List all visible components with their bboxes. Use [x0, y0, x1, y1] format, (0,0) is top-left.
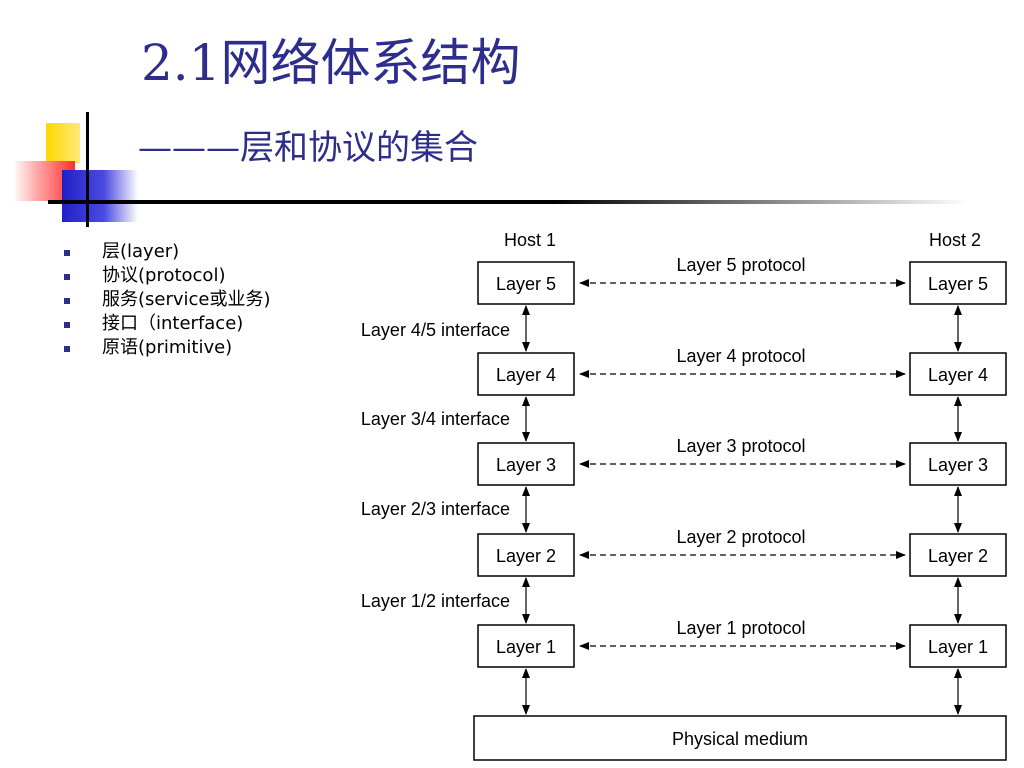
- bullet-text: 层(layer): [102, 241, 180, 262]
- layer4-protocol-label: Layer 4 protocol: [676, 346, 805, 366]
- decor-yellow-square: [46, 123, 80, 163]
- physical-medium-label: Physical medium: [672, 729, 808, 749]
- bullet-list: 层(layer) 协议(protocol) 服务(service或业务) 接口（…: [64, 240, 271, 360]
- bullet-item: 原语(primitive): [64, 336, 271, 360]
- host2-layer5-label: Layer 5: [928, 274, 988, 294]
- interface45-label: Layer 4/5 interface: [361, 320, 510, 340]
- host1-layer1-box: [477, 624, 575, 668]
- host2-layer3-label: Layer 3: [928, 455, 988, 475]
- bullet-square-icon: [64, 250, 70, 256]
- host2-layer1-label: Layer 1: [928, 637, 988, 657]
- interface23-label: Layer 2/3 interface: [361, 499, 510, 519]
- decor-blue-square: [62, 170, 138, 222]
- slide-title: 2.1网络体系结构: [141, 34, 521, 92]
- bullet-square-icon: [64, 274, 70, 280]
- host1-layer2-box: [477, 533, 575, 577]
- layer5-protocol-label: Layer 5 protocol: [676, 255, 805, 275]
- host1-layer2-label: Layer 2: [496, 546, 556, 566]
- slide-subtitle: ———层和协议的集合: [138, 128, 478, 168]
- bullet-text: 服务(service或业务): [102, 289, 271, 310]
- host2-layer2-box: [909, 533, 1007, 577]
- bullet-text: 协议(protocol): [102, 265, 226, 286]
- layer1-protocol-label: Layer 1 protocol: [676, 618, 805, 638]
- host2-layer5-box: [909, 261, 1007, 305]
- interface12-label: Layer 1/2 interface: [361, 591, 510, 611]
- bullet-square-icon: [64, 322, 70, 328]
- bullet-item: 服务(service或业务): [64, 288, 271, 312]
- physical-medium-box: [473, 715, 1007, 761]
- layer2-protocol-label: Layer 2 protocol: [676, 527, 805, 547]
- host1-layer1-label: Layer 1: [496, 637, 556, 657]
- host1-layer3-box: [477, 442, 575, 486]
- host2-layer4-label: Layer 4: [928, 365, 988, 385]
- host1-layer3-label: Layer 3: [496, 455, 556, 475]
- host2-label: Host 2: [929, 230, 981, 250]
- bullet-text: 原语(primitive): [102, 337, 233, 358]
- host2-layer2-label: Layer 2: [928, 546, 988, 566]
- host2-layer4-box: [909, 352, 1007, 396]
- interface34-label: Layer 3/4 interface: [361, 409, 510, 429]
- host1-layer4-label: Layer 4: [496, 365, 556, 385]
- host2-layer3-box: [909, 442, 1007, 486]
- bullet-item: 协议(protocol): [64, 264, 271, 288]
- host2-layer1-box: [909, 624, 1007, 668]
- layer3-protocol-label: Layer 3 protocol: [676, 436, 805, 456]
- bullet-text: 接口（interface): [102, 313, 244, 334]
- bullet-item: 层(layer): [64, 240, 271, 264]
- bullet-item: 接口（interface): [64, 312, 271, 336]
- decor-vertical-line: [86, 112, 89, 227]
- host1-layer4-box: [477, 352, 575, 396]
- host1-label: Host 1: [504, 230, 556, 250]
- host1-layer5-label: Layer 5: [496, 274, 556, 294]
- host1-layer5-box: [477, 261, 575, 305]
- bullet-square-icon: [64, 346, 70, 352]
- bullet-square-icon: [64, 298, 70, 304]
- title-underline: [48, 200, 968, 204]
